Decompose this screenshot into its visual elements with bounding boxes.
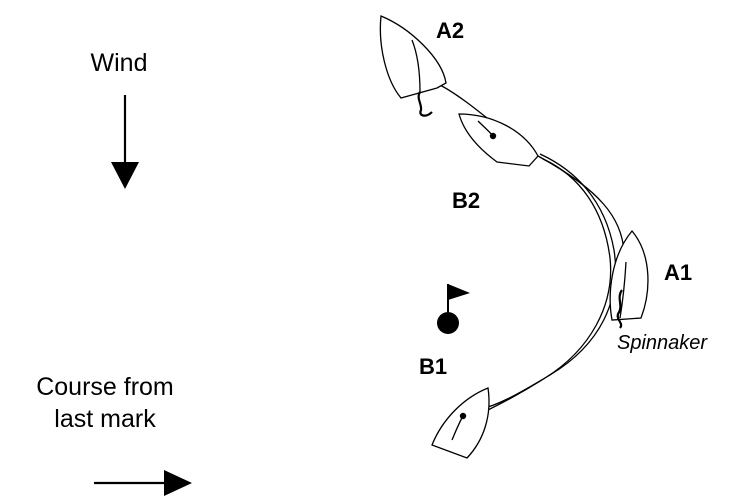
wind-label: Wind [91, 49, 148, 77]
track-line-b-lower [479, 158, 612, 415]
track-line-a [437, 83, 625, 253]
track-line-b-upper [477, 153, 617, 411]
label-b2: B2 [452, 188, 480, 213]
label-spinnaker: Spinnaker [617, 332, 708, 354]
boat-b2 [458, 113, 539, 167]
course-arrow [94, 470, 192, 496]
boat-b1 [431, 387, 490, 459]
boat-a2 [379, 15, 447, 117]
course-label-line2: last mark [54, 405, 156, 433]
label-a1: A1 [664, 260, 692, 285]
label-a2: A2 [436, 18, 464, 43]
mark-buoy [437, 284, 470, 334]
boat-a1 [609, 229, 649, 329]
wind-arrow [111, 95, 139, 189]
course-label-line1: Course from [36, 373, 174, 401]
label-b1: B1 [419, 354, 447, 379]
